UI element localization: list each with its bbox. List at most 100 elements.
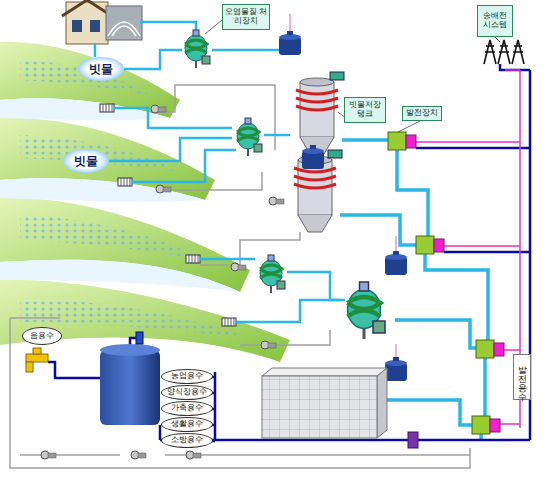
pump-symbol (261, 341, 276, 349)
supply-pipe (444, 251, 530, 254)
node-text: 양식장용수 (167, 388, 207, 397)
control-valve (408, 432, 418, 448)
power-line (505, 69, 520, 71)
supply-pipe (130, 338, 136, 345)
use-oval: 농업용수 (161, 369, 213, 384)
generator-unit (416, 236, 444, 254)
supply-pipe (215, 372, 225, 440)
node-text: 빗물저장 탱크 (346, 101, 384, 118)
overflow-pipe (289, 14, 290, 32)
faucet-symbol (26, 362, 33, 372)
node-text: 발전장치 (406, 109, 438, 118)
return-pipe (10, 85, 470, 468)
power-water-pipe (340, 215, 416, 245)
node-text: 송배전 시스템 (479, 12, 511, 29)
faucet-symbol (26, 354, 48, 362)
callout-box: 오염물질 처리장치 (222, 4, 270, 30)
pump-symbol (41, 451, 56, 459)
return-pipe (200, 232, 300, 265)
node-text: 발전용수 (517, 359, 527, 395)
rainwater-pipe (95, 22, 345, 322)
treatment-device (237, 118, 262, 156)
terrain-background (20, 215, 210, 262)
treatment-device (348, 282, 386, 339)
leader-line (205, 20, 222, 34)
house-photo (90, 20, 100, 32)
house-photo (62, 0, 112, 16)
power-water-pipe (425, 254, 488, 340)
reservoir-tank (262, 368, 387, 376)
pump-symbol (156, 185, 171, 193)
leader-line (205, 20, 500, 132)
use-oval: 양식장용수 (161, 385, 213, 400)
power-line (416, 141, 520, 143)
supply-pipe (48, 362, 100, 378)
small-tank (385, 357, 407, 381)
transmission-tower (484, 40, 496, 64)
small-tank (279, 31, 407, 381)
return-pipe (20, 454, 120, 456)
rainwater-pipe (132, 150, 236, 182)
rain-label: 빗물 (78, 57, 124, 81)
pump-symbol (186, 451, 201, 459)
supply-pipe (48, 64, 530, 441)
leader-line (495, 37, 500, 42)
return-pipe (165, 454, 470, 456)
node-text: 오염물질 처리장치 (224, 8, 268, 25)
reservoir-tank (377, 368, 387, 438)
overflow-pipe (395, 344, 396, 358)
small-tank (385, 251, 407, 275)
faucet-symbol (26, 348, 48, 372)
rainwater-pipe (200, 258, 255, 261)
rain-label: 빗물 (63, 149, 109, 173)
overflow-pipe (395, 236, 396, 252)
drain-grate (100, 104, 236, 326)
pump-symbol (231, 263, 246, 271)
pump-symbol (151, 105, 166, 113)
reservoir-tank (262, 376, 377, 438)
node-text: 음용수 (30, 332, 54, 341)
small-tank (279, 31, 301, 55)
rainwater-pipe (114, 108, 232, 128)
treatment-device (185, 30, 210, 68)
generator-unit (472, 416, 500, 434)
use-oval: 생활용수 (161, 417, 213, 432)
power-water-pipe (342, 138, 388, 142)
pump-symbol (41, 105, 284, 459)
rainwater-pipe (124, 50, 182, 69)
pump-symbol (269, 197, 284, 205)
rainwater-pipe (264, 134, 290, 137)
power-water-pipe (483, 358, 487, 416)
generator-unit (388, 132, 416, 150)
drain-grate (118, 178, 132, 186)
faucet-symbol (33, 348, 41, 354)
node-text: 생활용수 (171, 420, 203, 429)
generator-unit (476, 340, 504, 358)
callout-box: 발전장치 (402, 106, 442, 121)
power-water-pipe (385, 400, 472, 425)
drinking-tank (100, 332, 160, 425)
drain-grate (100, 104, 114, 112)
overflow-pipe (290, 14, 396, 358)
terrain-background (20, 135, 180, 172)
rainwater-pipe (94, 44, 97, 57)
drain-grate (222, 318, 236, 326)
power-line (416, 70, 520, 428)
transmission-tower (498, 40, 510, 64)
node-text: 소방용수 (171, 436, 203, 445)
return-pipe (10, 317, 60, 319)
power-water-pipe (395, 320, 476, 348)
transmission-tower (512, 40, 524, 64)
reservoir-tank (262, 368, 387, 438)
callout-box: 송배전 시스템 (477, 5, 513, 37)
power-line (504, 349, 520, 351)
control-valve (408, 432, 418, 448)
use-oval: 음용수 (22, 327, 62, 345)
node-text: 농업용수 (171, 372, 203, 381)
supply-pipe (416, 147, 530, 150)
terrain-background (0, 42, 290, 362)
supply-pipe (500, 64, 530, 70)
